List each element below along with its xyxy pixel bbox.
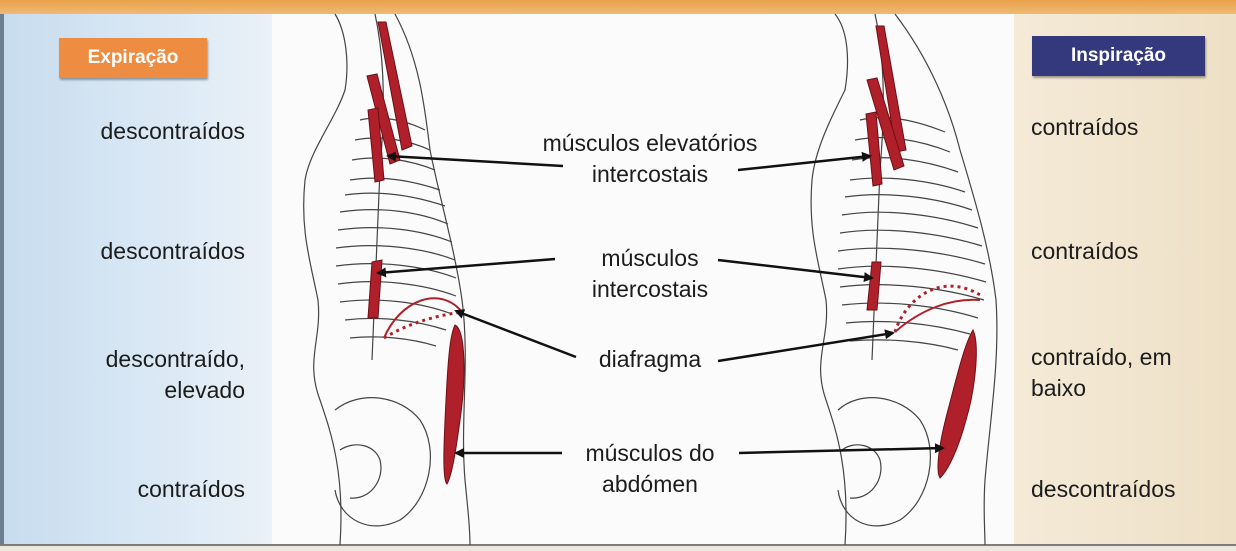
abdominal-muscle-right: [938, 330, 976, 478]
label-elevatorios-line1: músculos elevatórios: [505, 128, 795, 159]
label-intercostais-line1: músculos: [540, 243, 760, 274]
exp-intercostais-state: descontraídos: [101, 236, 245, 267]
label-elevatorios-line2: intercostais: [505, 159, 795, 190]
insp-diafragma-state-line1: contraído, em: [1031, 342, 1172, 373]
label-abdomen-line1: músculos do: [540, 438, 760, 469]
abdominal-muscle-left: [444, 325, 464, 484]
exp-diafragma-state-line2: elevado: [164, 375, 245, 406]
diaphragm-left: [384, 298, 462, 338]
label-diafragma: diafragma: [540, 344, 760, 375]
insp-intercostais-state: contraídos: [1031, 236, 1138, 267]
insp-elevatorios-state: contraídos: [1031, 112, 1138, 143]
label-abdomen-line2: abdómen: [540, 469, 760, 500]
expiration-tag: Expiração: [59, 38, 207, 78]
exp-diafragma-state-line1: descontraído,: [106, 344, 245, 375]
inspiration-tag: Inspiração: [1032, 36, 1205, 76]
insp-diafragma-state-line2: baixo: [1031, 373, 1086, 404]
insp-abdomen-state: descontraídos: [1031, 474, 1175, 505]
label-intercostais-line2: intercostais: [540, 274, 760, 305]
exp-abdomen-state: contraídos: [138, 474, 245, 505]
torso-inspiration: [811, 14, 997, 545]
intercostal-muscle-left: [368, 260, 382, 318]
exp-elevatorios-state: descontraídos: [101, 116, 245, 147]
